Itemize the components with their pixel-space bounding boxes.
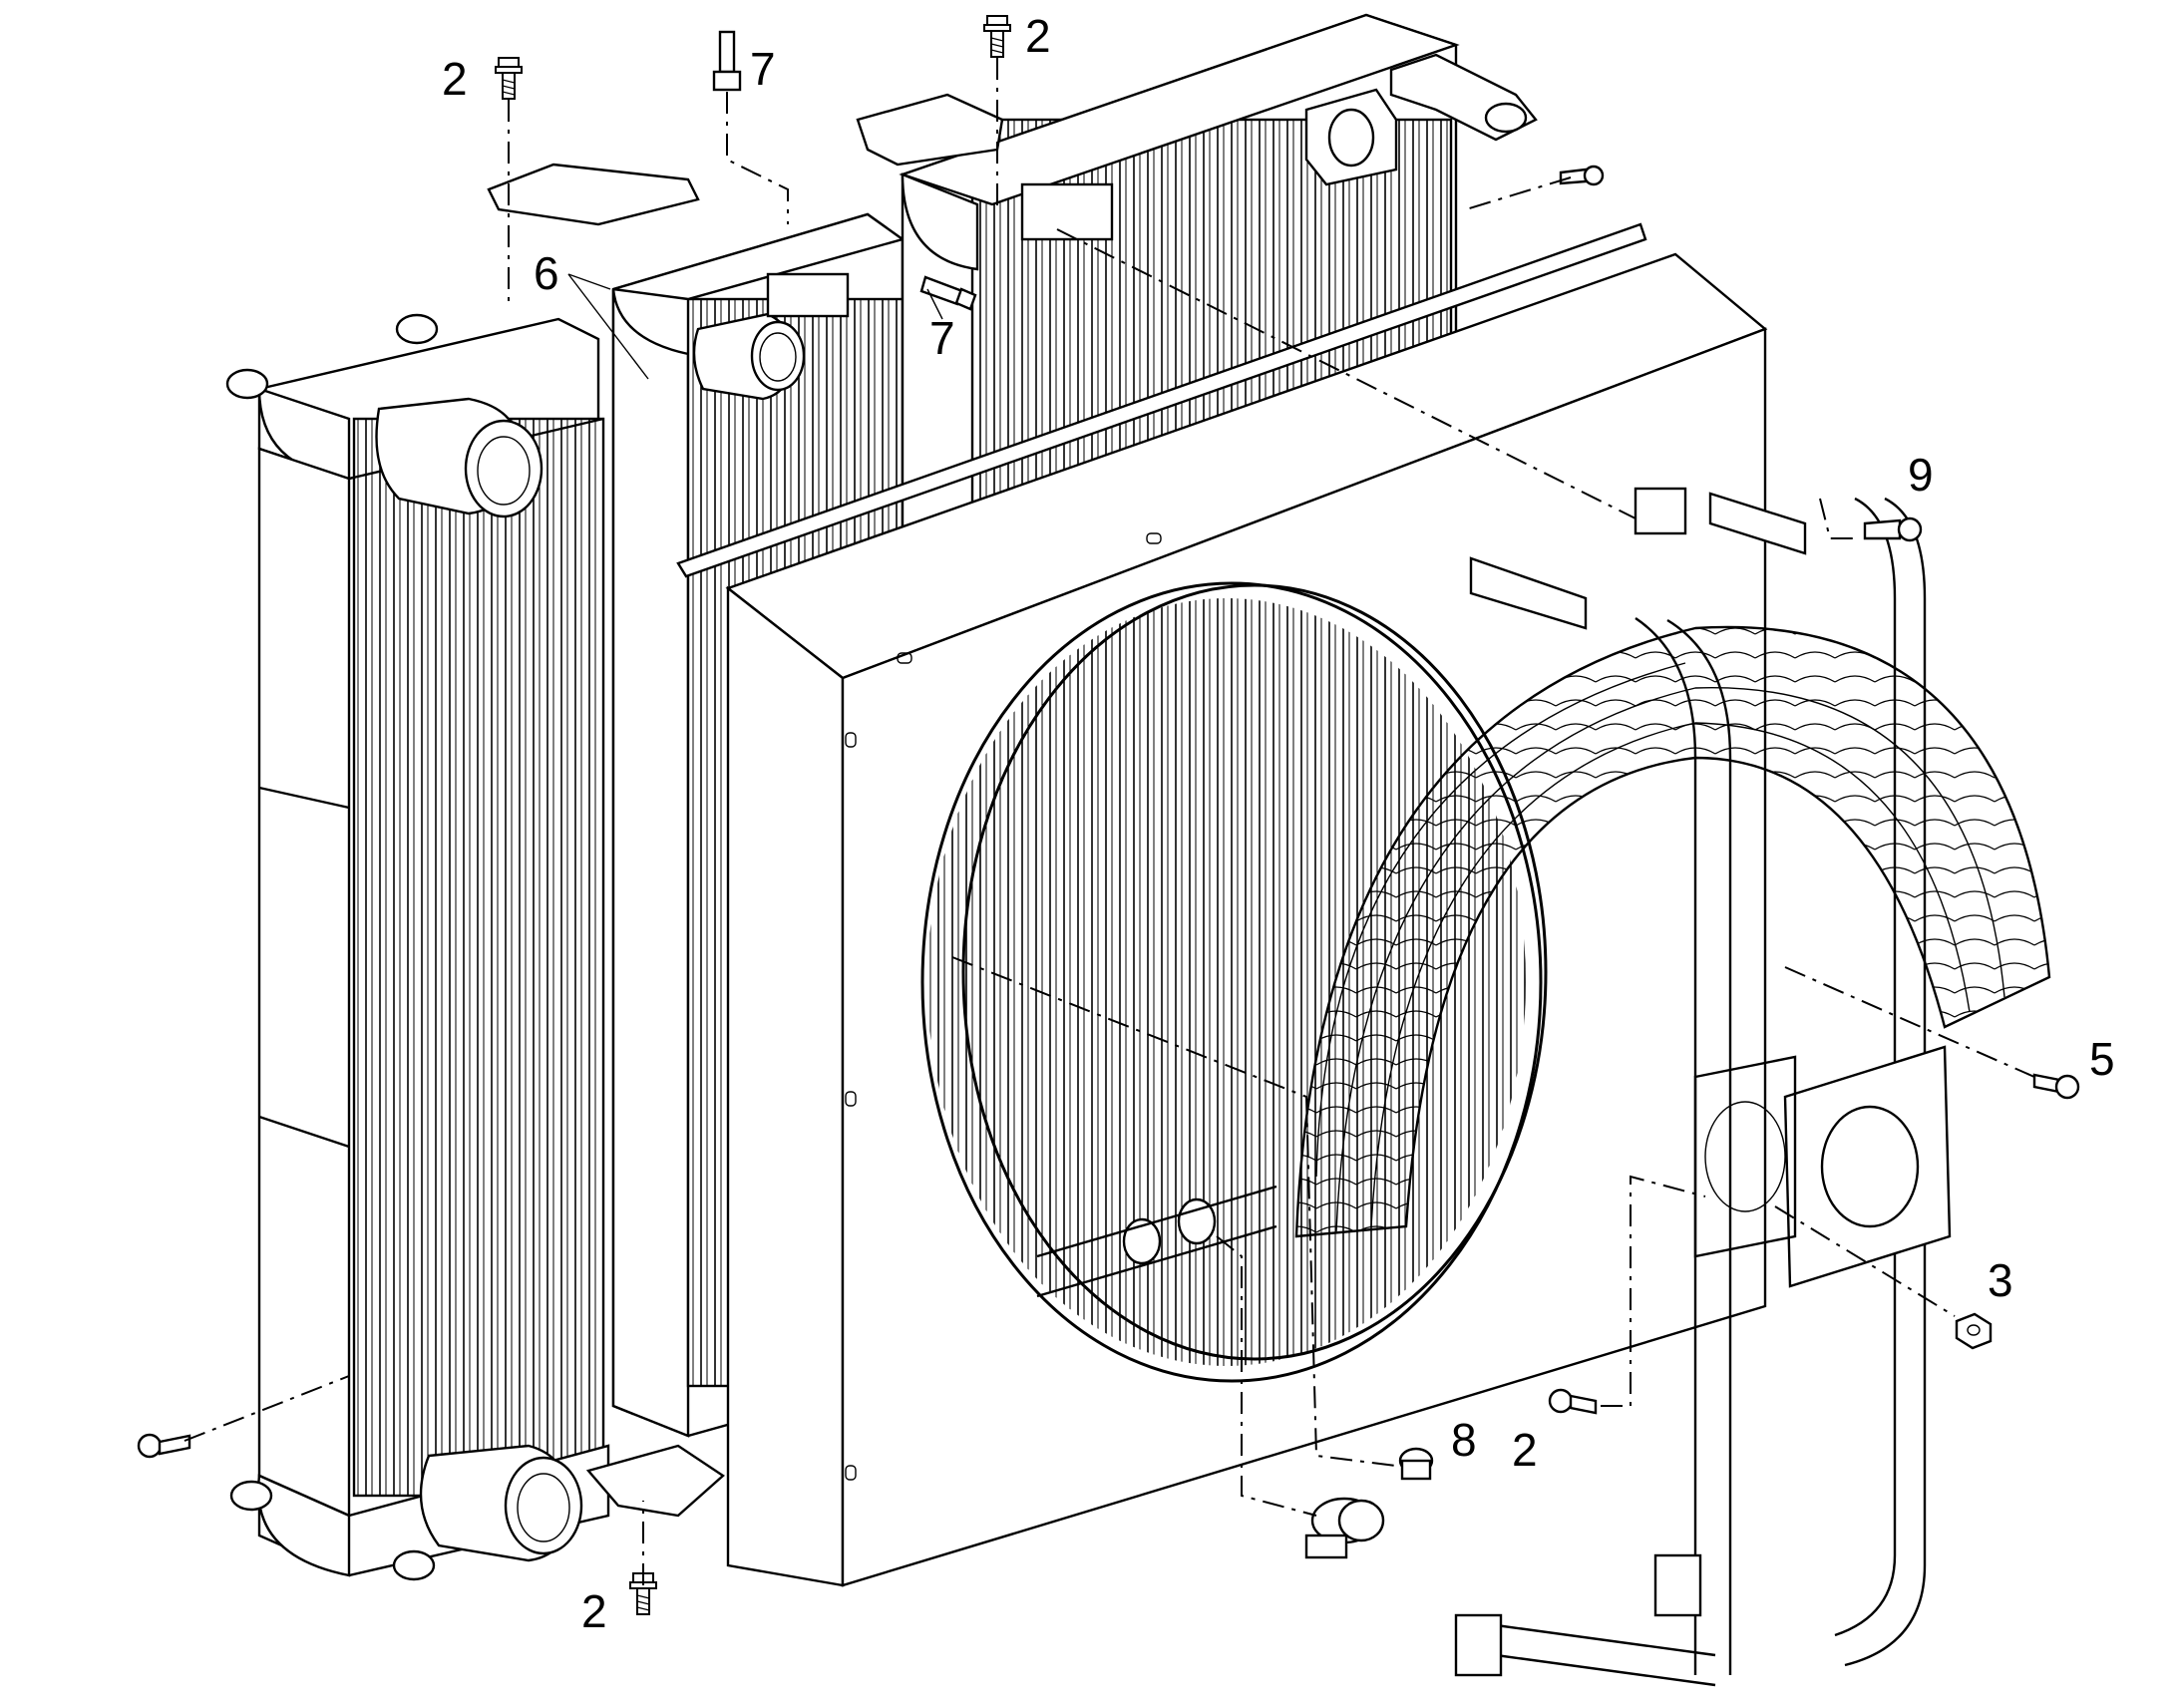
callout-label: 9 [1908,449,1934,501]
callout-label: 2 [442,53,468,105]
nut-icon [1955,1312,1993,1350]
bolt-icon [983,15,1011,58]
hose-fitting-icon [919,275,977,311]
callout-label: 6 [534,247,559,299]
callout-label: 2 [581,1585,607,1637]
bolt-icon [495,57,523,100]
screw-icon [1548,1388,1598,1415]
screw-icon [137,1433,191,1459]
leader-lines [183,58,2035,1585]
hose-fitting-icon [712,30,742,92]
fan-guard [1294,625,2051,1238]
callout-label: 5 [2089,1033,2115,1085]
callout-label: 3 [1988,1254,2013,1306]
screw-icon [1863,516,1923,542]
screw-icon [1559,165,1605,186]
callout-label: 2 [1512,1424,1538,1476]
plug-icon [1398,1447,1434,1481]
callout-label: 7 [750,43,776,95]
left-radiator [225,313,610,1581]
screw-icon [2032,1073,2080,1100]
drain-cap-icon [1304,1497,1385,1559]
support-frame [1454,487,1952,1687]
rail-strip [676,222,1647,578]
callout-label: 7 [929,312,955,364]
callout-labels: 2 7 2 6 7 9 5 3 8 2 2 [442,10,2115,1637]
callout-leaders [567,273,943,380]
hardware [137,15,2080,1615]
callout-label: 2 [1025,10,1051,62]
callout-label: 8 [1451,1414,1477,1466]
shroud-ring [920,581,1543,1383]
